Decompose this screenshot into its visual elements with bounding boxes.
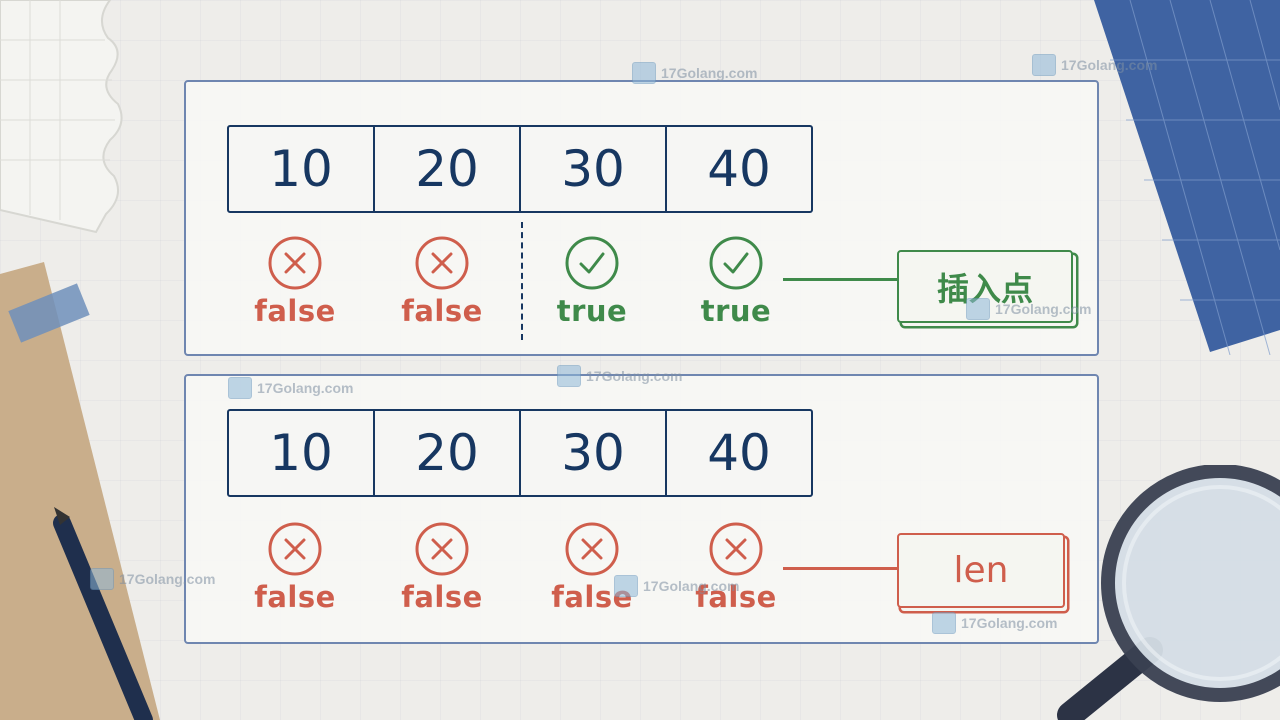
insertion-divider: [521, 222, 523, 340]
magnifier-decoration: [1057, 465, 1280, 720]
array-cell: 20: [373, 127, 519, 211]
len-tag: len: [897, 533, 1065, 608]
pen-decoration: [53, 507, 153, 720]
result-label: true: [700, 294, 772, 328]
result-label: false: [401, 580, 483, 614]
blueprint-decoration: [1094, 0, 1280, 355]
result-label: false: [254, 580, 336, 614]
check-circle-icon: [563, 234, 621, 292]
array-cell: 30: [519, 411, 665, 495]
cross-circle-icon: [707, 520, 765, 578]
cross-circle-icon: [413, 520, 471, 578]
result-marker: true: [532, 234, 652, 328]
result-label: false: [401, 294, 483, 328]
result-marker: false: [676, 520, 796, 614]
array-cell: 10: [269, 140, 333, 198]
cardboard-decoration: [0, 262, 160, 720]
array-cell: 40: [665, 411, 811, 495]
result-label: false: [551, 580, 633, 614]
result-label: false: [254, 294, 336, 328]
example-panel-with-insertion: 10 20 30 40 false false true true 插入点: [184, 80, 1099, 356]
cross-circle-icon: [266, 234, 324, 292]
result-marker: false: [235, 520, 355, 614]
result-marker: false: [382, 234, 502, 328]
slice-array: 10 20 30 40: [227, 125, 813, 213]
result-marker: false: [532, 520, 652, 614]
cross-circle-icon: [266, 520, 324, 578]
slice-array: 10 20 30 40: [227, 409, 813, 497]
tag-connector-line: [783, 278, 898, 281]
result-label: false: [695, 580, 777, 614]
check-circle-icon: [707, 234, 765, 292]
array-cell: 10: [269, 424, 333, 482]
tag-connector-line: [783, 567, 898, 570]
cross-circle-icon: [413, 234, 471, 292]
example-panel-no-match: 10 20 30 40 false false false false len: [184, 374, 1099, 644]
torn-paper-decoration: [0, 0, 123, 234]
result-marker: false: [235, 234, 355, 328]
cross-circle-icon: [563, 520, 621, 578]
array-cell: 30: [519, 127, 665, 211]
result-marker: false: [382, 520, 502, 614]
array-cell: 40: [665, 127, 811, 211]
result-label: true: [556, 294, 628, 328]
insertion-point-tag: 插入点: [897, 250, 1073, 323]
array-cell: 20: [373, 411, 519, 495]
result-marker: true: [676, 234, 796, 328]
